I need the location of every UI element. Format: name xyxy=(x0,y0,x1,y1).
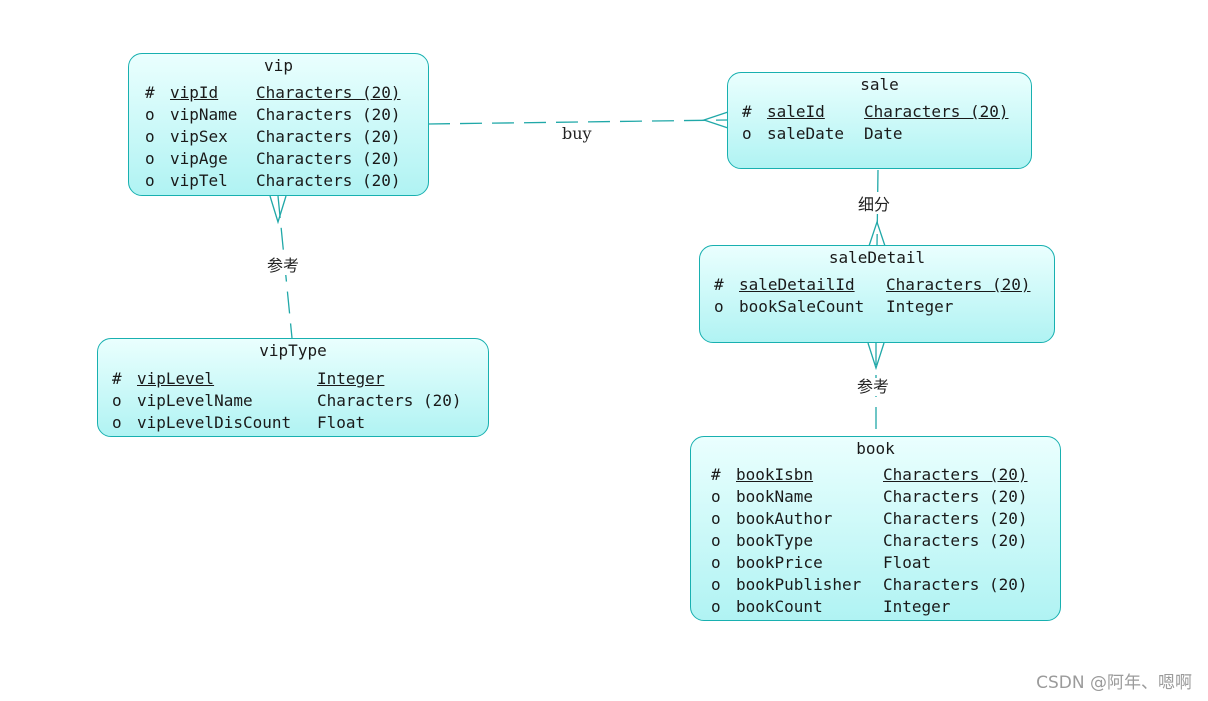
attribute-name: vipSex xyxy=(170,127,228,146)
attribute-marker: o xyxy=(742,124,752,143)
attribute-name: bookPrice xyxy=(736,553,823,572)
attribute-type: Characters (20) xyxy=(256,105,401,124)
attribute-marker: o xyxy=(145,149,155,168)
vip-ref-crowsfoot xyxy=(269,195,287,225)
attribute-type: Characters (20) xyxy=(256,149,401,168)
attribute-name: bookIsbn xyxy=(736,465,814,484)
attribute-type: Float xyxy=(317,413,366,432)
attribute-type: Characters (20) xyxy=(883,509,1028,528)
attribute-name: saleDetailId xyxy=(739,275,855,294)
entity-title: book xyxy=(856,439,895,458)
attribute-marker: o xyxy=(711,553,721,572)
watermark: CSDN @阿年、嗯啊 xyxy=(1036,673,1192,693)
attribute-marker: # xyxy=(714,275,724,294)
attribute-marker: o xyxy=(714,297,724,316)
attribute-name: vipId xyxy=(170,83,219,102)
attribute-name: bookCount xyxy=(736,597,823,616)
attribute-type: Characters (20) xyxy=(256,127,401,146)
attribute-type: Float xyxy=(883,553,932,572)
book-ref-crowsfoot xyxy=(867,342,885,371)
attribute-name: vipTel xyxy=(170,171,228,190)
attribute-marker: o xyxy=(711,509,721,528)
attribute-marker: o xyxy=(711,597,721,616)
entity-title: vip xyxy=(264,56,293,75)
attribute-marker: o xyxy=(711,531,721,550)
attribute-marker: o xyxy=(112,391,122,410)
attribute-marker: o xyxy=(145,105,155,124)
relationship-label-buy: buy xyxy=(560,124,594,143)
attribute-type: Integer xyxy=(317,369,385,388)
attribute-type: Characters (20) xyxy=(883,487,1028,506)
attribute-name: bookAuthor xyxy=(736,509,833,528)
entity-title: saleDetail xyxy=(828,248,926,267)
relationship-label-detail: 细分 xyxy=(856,195,893,214)
attribute-name: bookName xyxy=(736,487,814,506)
attribute-name: vipLevel xyxy=(137,369,215,388)
relationship-label-book-ref: 参考 xyxy=(855,377,892,396)
attribute-name: vipName xyxy=(170,105,238,124)
attribute-marker: # xyxy=(145,83,155,102)
attribute-type: Characters (20) xyxy=(883,575,1028,594)
attribute-name: saleId xyxy=(767,102,825,121)
attribute-type: Characters (20) xyxy=(256,171,401,190)
entity-vipType[interactable]: vipType # vipLevel Integer o vipLevelName Ch… xyxy=(97,338,489,437)
attribute-marker: # xyxy=(112,369,122,388)
entity-title: vipType xyxy=(259,341,327,360)
attribute-name: bookPublisher xyxy=(736,575,862,594)
attribute-type: Characters (20) xyxy=(886,275,1031,294)
attribute-marker: o xyxy=(711,487,721,506)
attribute-type: Characters (20) xyxy=(256,83,401,102)
attribute-type: Date xyxy=(864,124,903,143)
attribute-marker: o xyxy=(112,413,122,432)
attribute-type: Characters (20) xyxy=(864,102,1009,121)
attribute-type: Integer xyxy=(886,297,954,316)
attribute-type: Characters (20) xyxy=(317,391,462,410)
buy-line xyxy=(427,119,729,125)
attribute-name: vipAge xyxy=(170,149,228,168)
detail-crowsfoot xyxy=(868,219,886,247)
attribute-name: bookSaleCount xyxy=(739,297,865,316)
attribute-marker: # xyxy=(742,102,752,121)
entity-sale[interactable]: sale # saleId Characters (20) o saleDate Dat… xyxy=(727,72,1032,169)
attribute-type: Characters (20) xyxy=(883,465,1028,484)
attribute-name: saleDate xyxy=(767,124,845,143)
attribute-marker: # xyxy=(711,465,721,484)
attribute-name: vipLevelDisCount xyxy=(137,413,292,432)
relationship-label-vip-ref: 参考 xyxy=(265,256,302,275)
attribute-marker: o xyxy=(711,575,721,594)
attribute-type: Characters (20) xyxy=(883,531,1028,550)
attribute-name: bookType xyxy=(736,531,814,550)
attribute-marker: o xyxy=(145,127,155,146)
attribute-type: Integer xyxy=(883,597,951,616)
attribute-marker: o xyxy=(145,171,155,190)
entity-title: sale xyxy=(860,75,899,94)
attribute-name: vipLevelName xyxy=(137,391,253,410)
buy-crowsfoot xyxy=(701,111,729,129)
